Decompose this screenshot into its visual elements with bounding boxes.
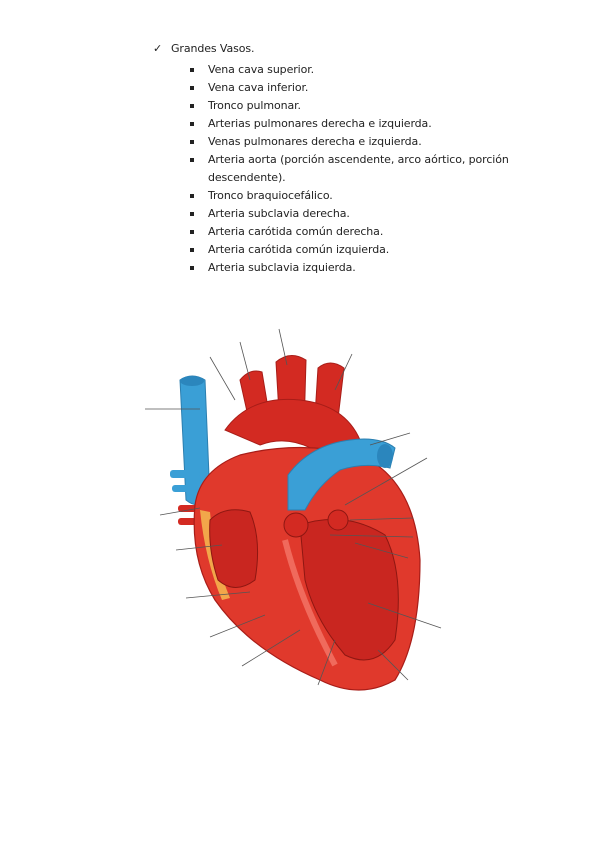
pulmonary-vein-left	[172, 485, 200, 492]
list-item: Arteria carótida común derecha.	[190, 223, 535, 241]
bullet-icon	[190, 140, 194, 144]
aortic-valve	[283, 512, 309, 538]
list-item: Vena cava superior.	[190, 61, 535, 79]
bullet-icon	[190, 86, 194, 90]
leader-line	[317, 639, 336, 686]
leader-line	[329, 534, 414, 538]
leader-line	[377, 649, 409, 681]
leader-line	[239, 341, 251, 381]
leader-line	[278, 328, 288, 366]
section-title: Grandes Vasos.	[171, 42, 255, 55]
leader-line	[175, 544, 223, 551]
list-item: Arterias pulmonares derecha e izquierda.	[190, 115, 535, 133]
leader-line	[334, 353, 353, 391]
list-item: Arteria carótida común izquierda.	[190, 241, 535, 259]
pulmonary-trunk	[287, 438, 396, 511]
leader-line	[209, 614, 266, 638]
check-icon: ✓	[153, 42, 163, 55]
bullet-icon	[190, 104, 194, 108]
bullet-icon	[190, 194, 194, 198]
bullet-icon	[190, 68, 194, 72]
pulmonary-vein-left	[170, 470, 200, 478]
pulmonary-opening	[377, 444, 393, 468]
bullet-icon	[190, 158, 194, 162]
vena-cava-opening	[180, 376, 204, 386]
leader-line	[185, 591, 251, 599]
leader-line	[209, 356, 236, 401]
leader-line	[344, 457, 428, 506]
heart-diagram	[145, 328, 442, 691]
left-ventricle	[299, 518, 399, 661]
bullet-icon	[190, 212, 194, 216]
right-atrium	[209, 509, 259, 588]
leader-line	[349, 517, 414, 521]
leader-line	[354, 542, 409, 559]
leader-line	[241, 629, 301, 667]
list-item: Tronco braquiocefálico.	[190, 187, 535, 205]
label-lines	[145, 328, 442, 686]
leader-line	[367, 602, 442, 629]
interventricular-septum	[282, 539, 338, 667]
list-item: Arteria subclavia derecha.	[190, 205, 535, 223]
bullet-icon	[190, 122, 194, 126]
pulmonary-valve	[327, 509, 349, 531]
list-item: Arteria subclavia izquierda.	[190, 259, 535, 277]
section-heading: ✓ Grandes Vasos.	[153, 42, 255, 55]
bullet-icon	[190, 230, 194, 234]
leader-line	[159, 507, 201, 516]
list-item: Tronco pulmonar.	[190, 97, 535, 115]
leader-line	[369, 432, 411, 446]
vessel-list: Vena cava superior. Vena cava inferior. …	[190, 61, 535, 277]
bullet-icon	[190, 248, 194, 252]
list-item: Arteria aorta (porción ascendente, arco …	[190, 151, 535, 187]
list-item: Vena cava inferior.	[190, 79, 535, 97]
list-item: Venas pulmonares derecha e izquierda.	[190, 133, 535, 151]
bullet-icon	[190, 266, 194, 270]
